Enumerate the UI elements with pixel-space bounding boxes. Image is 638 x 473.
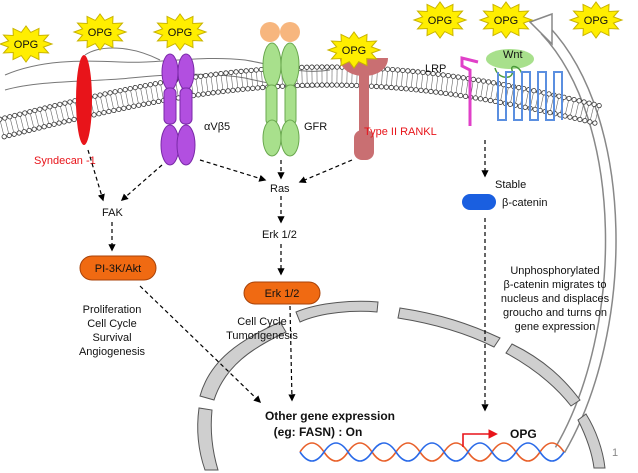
frizzled-receptor bbox=[497, 71, 563, 121]
fak-label: FAK bbox=[102, 207, 123, 219]
opg-badge: OPG bbox=[568, 1, 624, 39]
pi3k-label: PI-3K/Akt bbox=[95, 263, 141, 275]
pi3k-box bbox=[79, 255, 157, 281]
catenin-shape bbox=[462, 194, 496, 210]
syndecan-receptor bbox=[76, 55, 92, 145]
opg-badge: OPG bbox=[0, 25, 54, 63]
beta-catenin-label: β-catenin bbox=[502, 197, 547, 209]
opg-badge-label: OPG bbox=[428, 15, 452, 27]
gfr-receptor bbox=[260, 22, 300, 157]
rankl-label: Type II RANKL bbox=[364, 126, 437, 138]
page-number: 1 bbox=[612, 447, 618, 459]
outcome-right-line: nucleus and displaces bbox=[501, 293, 610, 305]
integrin-label: αVβ5 bbox=[204, 121, 230, 133]
outcome-left-line: Cell Cycle bbox=[87, 318, 137, 330]
stable-label: Stable bbox=[495, 179, 526, 191]
outcome-right-line: β-catenin migrates to bbox=[504, 279, 607, 291]
gene-expression-label: Other gene expression bbox=[265, 409, 395, 423]
outcome-middle-line: Tumorigenesis bbox=[226, 330, 298, 342]
opg-star-shape bbox=[0, 25, 54, 63]
gene-expression-sub-label: (eg: FASN) : On bbox=[274, 425, 363, 439]
opg-badge-label: OPG bbox=[342, 45, 366, 57]
outcome-left-line: Proliferation bbox=[83, 304, 142, 316]
opg-star-shape bbox=[72, 13, 128, 51]
opg-badges: OPG OPG OPG OPG OPG OPG OPG bbox=[0, 1, 624, 69]
nucleus-envelope bbox=[197, 300, 606, 471]
opg-badge: OPG bbox=[412, 1, 468, 39]
erk-box-label: Erk 1/2 bbox=[265, 288, 300, 300]
erk-text-label: Erk 1/2 bbox=[262, 229, 297, 241]
lrp-label: LRP bbox=[425, 63, 446, 75]
opg-badge: OPG bbox=[478, 1, 534, 39]
dna-helix bbox=[299, 442, 565, 462]
outcome-left-line: Angiogenesis bbox=[79, 346, 146, 358]
opg-gene-arrow bbox=[462, 429, 498, 447]
outcome-left-line: Survival bbox=[92, 332, 131, 344]
opg-badge-label: OPG bbox=[494, 15, 518, 27]
outcome-left: Proliferation Cell Cycle Survival Angiog… bbox=[79, 304, 146, 358]
opg-badge: OPG bbox=[152, 13, 208, 51]
outcome-right-line: groucho and turns on bbox=[503, 307, 607, 319]
gfr-label: GFR bbox=[304, 121, 327, 133]
opg-star-shape bbox=[568, 1, 624, 39]
integrin-receptor bbox=[160, 53, 196, 166]
opg-star-shape bbox=[412, 1, 468, 39]
opg-badge: OPG bbox=[326, 31, 382, 69]
opg-badge: OPG bbox=[72, 13, 128, 51]
feedback-arrow bbox=[528, 12, 617, 454]
outcome-right-line: Unphosphorylated bbox=[510, 265, 599, 277]
pathway-arrows bbox=[87, 140, 489, 412]
wnt-ligand bbox=[486, 49, 534, 78]
opg-star-shape bbox=[152, 13, 208, 51]
outcome-middle: Cell Cycle Tumorigenesis bbox=[226, 316, 298, 342]
syndecan-label: Syndecan -1 bbox=[34, 155, 96, 167]
lrp-receptor bbox=[460, 56, 479, 126]
ras-label: Ras bbox=[270, 183, 290, 195]
opg-gene-label: OPG bbox=[510, 427, 537, 441]
erk-box bbox=[243, 281, 321, 305]
opg-star-shape bbox=[326, 31, 382, 69]
outcome-right: Unphosphorylated β-catenin migrates to n… bbox=[501, 265, 610, 333]
opg-star-shape bbox=[478, 1, 534, 39]
opg-badge-label: OPG bbox=[584, 15, 608, 27]
outcome-right-line: gene expression bbox=[515, 321, 596, 333]
outcome-middle-line: Cell Cycle bbox=[237, 316, 287, 328]
opg-badge-label: OPG bbox=[88, 27, 112, 39]
wnt-label: Wnt bbox=[503, 49, 523, 61]
opg-badge-label: OPG bbox=[14, 39, 38, 51]
opg-badge-label: OPG bbox=[168, 27, 192, 39]
